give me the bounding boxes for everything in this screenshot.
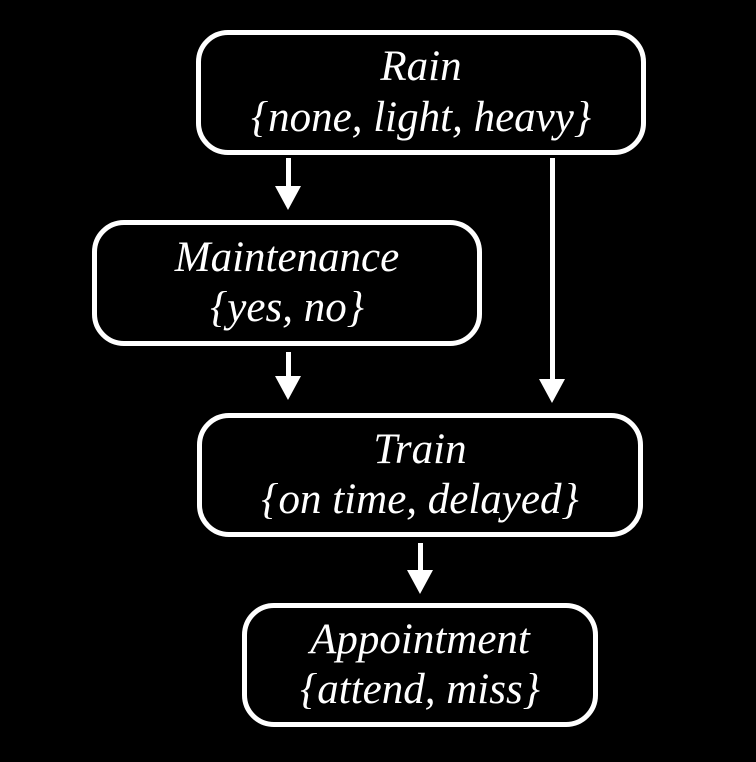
node-rain-domain: {none, light, heavy} [250, 93, 592, 141]
node-maintenance: Maintenance {yes, no} [92, 220, 482, 346]
node-train-label: Train [373, 425, 467, 473]
node-maintenance-domain: {yes, no} [210, 284, 364, 331]
arrow-head-icon [275, 376, 301, 400]
node-appointment: Appointment {attend, miss} [242, 603, 598, 727]
arrow-shaft [549, 158, 555, 379]
arrow-shaft [285, 158, 291, 186]
node-maintenance-label: Maintenance [174, 233, 400, 281]
arrow-head-icon [275, 186, 301, 210]
node-rain-label: Rain [380, 43, 462, 91]
arrow-head-icon [407, 570, 433, 594]
edge-rain-to-maintenance-arrow [275, 158, 301, 210]
node-train: Train {on time, delayed} [197, 413, 643, 537]
edge-train-to-appointment-arrow [407, 543, 433, 594]
edge-maintenance-to-train-arrow [275, 352, 301, 400]
node-rain: Rain {none, light, heavy} [196, 30, 646, 155]
edge-rain-to-train-arrow [539, 158, 565, 403]
arrow-head-icon [539, 379, 565, 403]
node-appointment-label: Appointment [310, 615, 530, 663]
node-train-domain: {on time, delayed} [261, 476, 579, 523]
arrow-shaft [417, 543, 423, 570]
arrow-shaft [285, 352, 291, 376]
node-appointment-domain: {attend, miss} [300, 666, 540, 713]
